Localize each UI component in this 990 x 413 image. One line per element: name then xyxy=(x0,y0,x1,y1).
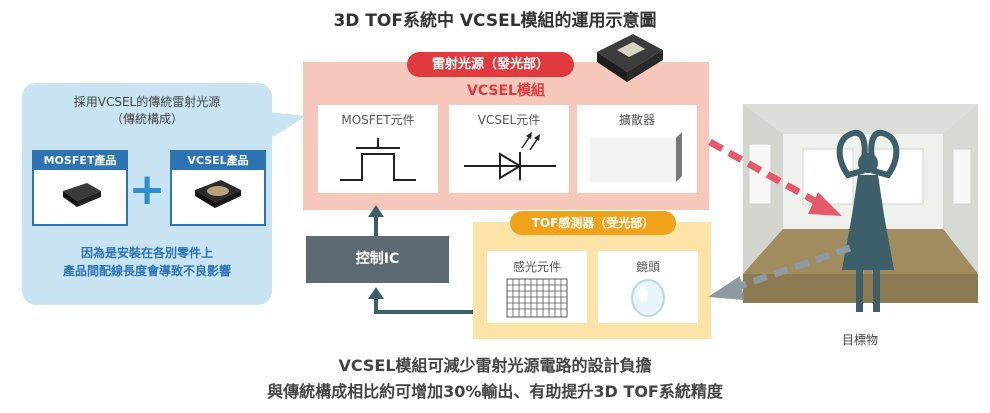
footer-line1: VCSEL模組可減少雷射光源電路的設計負擔 xyxy=(338,356,652,375)
diagram-title: 3D TOF系統中 VCSEL模組的運用示意圖 xyxy=(333,11,657,31)
vcsel-element-cell xyxy=(449,105,569,193)
reflected-light-arrow xyxy=(732,244,852,292)
light-path-arrows xyxy=(708,138,852,300)
flow-arrows xyxy=(368,205,473,314)
sensor-grid-icon xyxy=(506,278,568,318)
photo-sensor-label: 感光元件 xyxy=(512,260,561,274)
mosfet-chip-icon xyxy=(63,183,101,207)
target-object-label: 目標物 xyxy=(841,333,878,347)
tof-sensor-badge: TOF感測器（受光部） xyxy=(510,211,676,235)
plus-icon: + xyxy=(128,164,166,215)
mosfet-symbol-icon xyxy=(340,138,416,181)
vcsel-element-label: VCSEL元件 xyxy=(477,113,541,127)
lens-label: 鏡頭 xyxy=(635,260,660,274)
laser-diode-symbol-icon xyxy=(464,132,556,180)
vcsel-chip-icon xyxy=(195,180,241,208)
lens-icon xyxy=(631,279,665,317)
callout-bottom-line1: 因為是安裝在各別零件上 xyxy=(80,246,213,260)
control-ic-box: 控制IC xyxy=(306,236,449,283)
laser-source-badge: 雷射光源（發光部） xyxy=(407,52,574,77)
arrow-tof-to-control xyxy=(374,297,473,314)
callout-pointer xyxy=(268,112,306,140)
vcsel-module-chip-icon xyxy=(597,34,663,82)
callout-title-line2: （傳統構成） xyxy=(110,112,183,126)
target-person-icon xyxy=(836,129,900,312)
callout-title-line1: 採用VCSEL的傳統雷射光源 xyxy=(73,95,221,109)
callout-bottom-line2: 產品間配線長度會導致不良影響 xyxy=(62,264,231,278)
footer-line2: 與傳統構成相比約可增加30%輸出、有助提升3D TOF系統精度 xyxy=(267,382,723,401)
mosfet-product-label: MOSFET產品 xyxy=(34,152,126,170)
vcsel-product-label: VCSEL產品 xyxy=(172,152,264,170)
callout-title: 採用VCSEL的傳統雷射光源 （傳統構成） xyxy=(22,94,272,128)
callout-bottom-text: 因為是安裝在各別零件上 產品間配線長度會導致不良影響 xyxy=(22,244,272,280)
emitted-light-arrow xyxy=(708,138,822,208)
mosfet-element-label: MOSFET元件 xyxy=(341,113,415,127)
vcsel-module-name: VCSEL模組 xyxy=(467,83,545,99)
diffuser-block-icon xyxy=(590,132,682,182)
diffuser-label: 擴散器 xyxy=(618,113,655,127)
